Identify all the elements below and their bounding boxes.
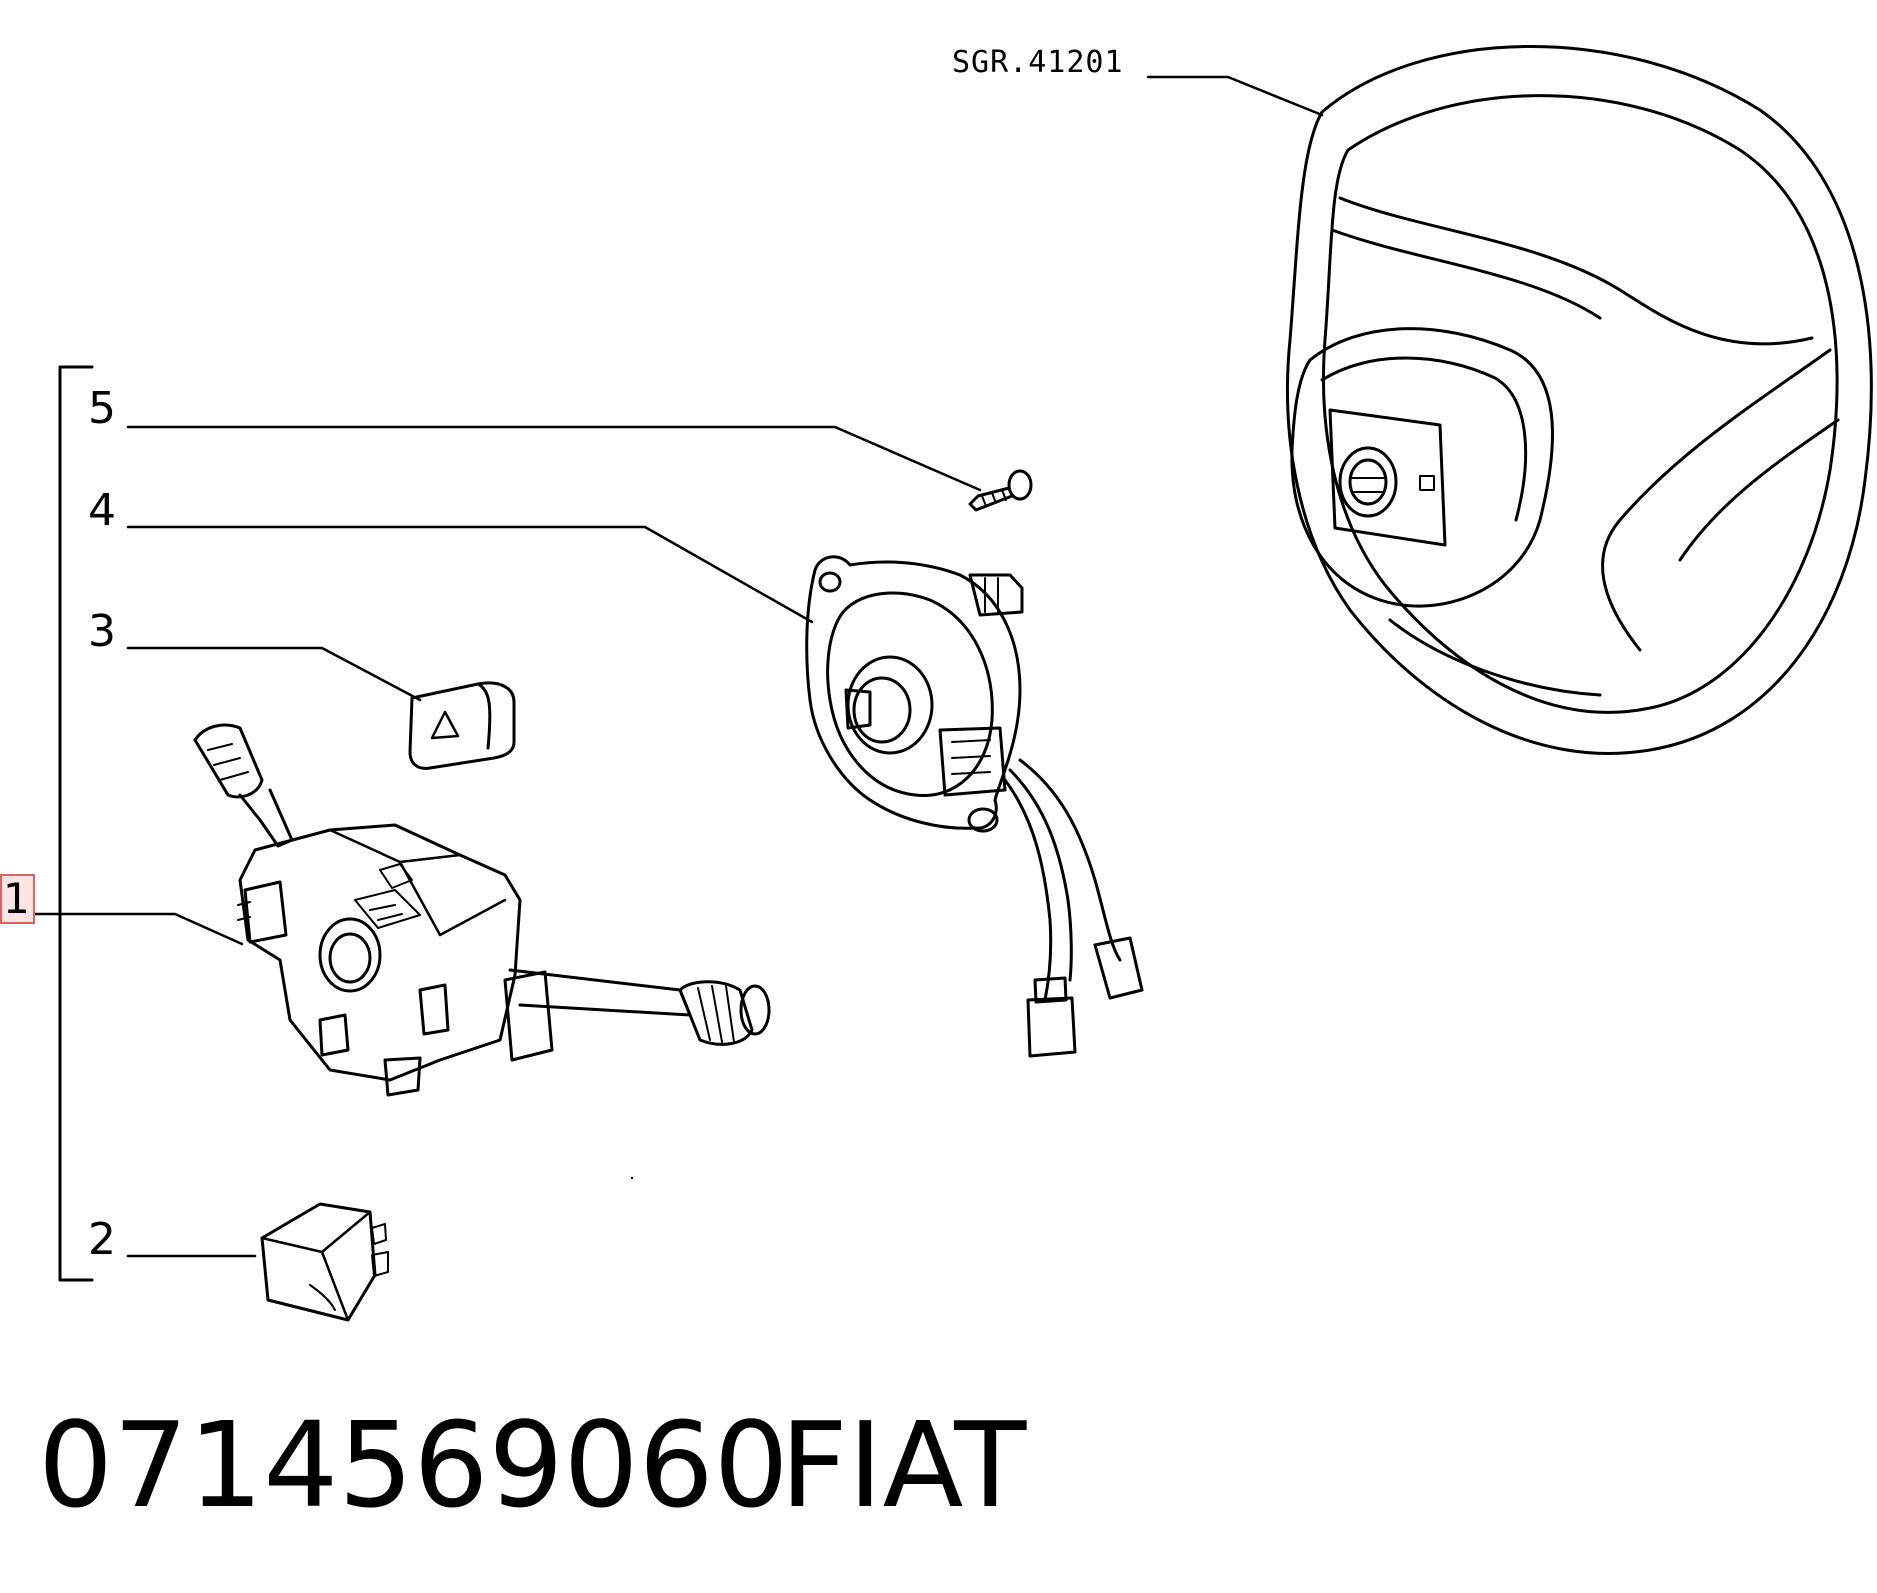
callout-5: 5: [88, 383, 116, 434]
callout-4: 4: [88, 485, 116, 536]
leader-line-5: [126, 425, 982, 492]
callout-1-highlight: 1: [0, 874, 35, 924]
leader-line-3: [126, 646, 422, 702]
callout-2: 2: [88, 1214, 116, 1265]
reference-assembly-code: SGR.41201: [952, 45, 1124, 80]
leader-line-1: [28, 912, 244, 946]
speck: [630, 1176, 634, 1180]
part-2-relay: [260, 1202, 389, 1322]
part-number: 0714569060: [38, 1396, 789, 1534]
part-3-hazard-switch: [408, 681, 516, 770]
part-1-combination-switch: [193, 723, 771, 1097]
part-5-screw: [968, 469, 1033, 512]
group-bracket: [58, 365, 94, 1282]
callout-3: 3: [88, 606, 116, 657]
part-4-clock-spring: [805, 555, 1144, 1058]
steering-wheel: [1286, 44, 1873, 755]
leader-line-4: [126, 525, 814, 624]
brand-name: FIAT: [780, 1396, 1027, 1534]
leader-line-sgr: [1146, 75, 1324, 117]
